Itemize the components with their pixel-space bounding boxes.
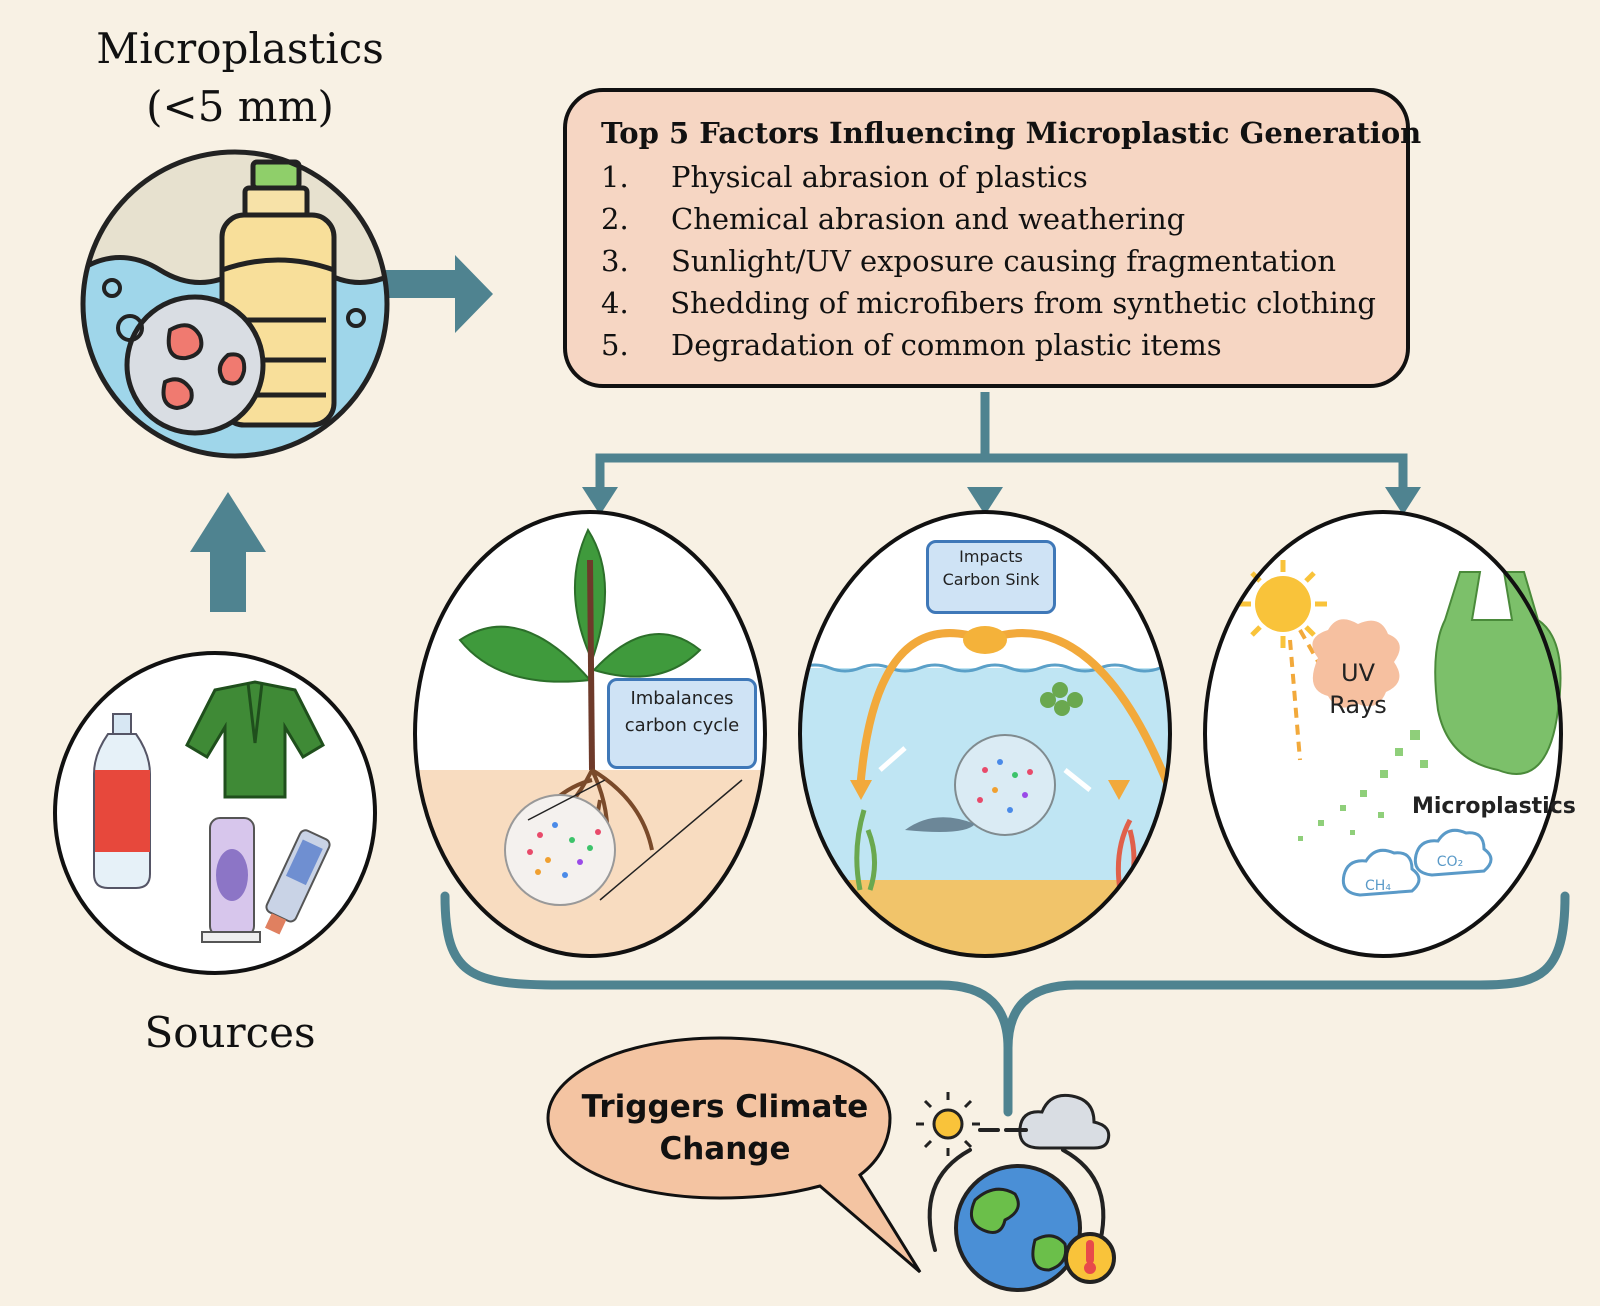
co2-label: CO₂ [1437,854,1463,870]
factor-item: 4. Shedding of microfibers from synthetic… [601,282,1376,324]
factor-item: 1. Physical abrasion of plastics [601,156,1376,198]
climate-change-label: Triggers Climate Change [581,1089,869,1167]
climate-change-icon [916,1092,1116,1292]
arrow-sources-up [190,492,266,612]
jacket-icon [185,680,325,799]
factor-number: 4. [601,286,629,320]
ch4-label: CH₄ [1365,878,1391,894]
factor-text: Physical abrasion of plastics [671,160,1088,194]
sources-illustration [53,651,377,975]
factor-number: 5. [601,328,629,362]
page-title: Microplastics (<5 mm) [60,20,420,136]
ch4-cloud-icon: CH₄ [1341,848,1421,897]
atmosphere-illustration: CH₄ CO₂ [1203,510,1563,958]
small-sun-icon [916,1092,980,1156]
bottom-brace [440,891,1570,1117]
factor-item: 5. Degradation of common plastic items [601,324,1376,366]
distribution-connector [595,392,1408,491]
distribution-arrowheads [582,487,1421,515]
factor-number: 3. [601,244,629,278]
co2-cloud-icon: CO₂ [1413,828,1493,877]
carbon-cycle-tag: Imbalances carbon cycle [607,678,757,769]
factor-text: Sunlight/UV exposure causing fragmentati… [671,244,1337,278]
earth-icon [954,1164,1082,1292]
factor-text: Degradation of common plastic items [671,328,1222,362]
particle-dish-icon [124,294,266,436]
fragment-particles [1298,730,1428,841]
water-bottle-icon [93,713,151,889]
factor-item: 3. Sunlight/UV exposure causing fragmenta… [601,240,1376,282]
factor-number: 2. [601,202,629,236]
microplastic-particles [504,794,616,906]
bottle-icon [219,159,337,428]
title-line-2: (<5 mm) [146,82,334,131]
title-line-1: Microplastics [96,24,384,73]
tube-icon [264,829,331,935]
carbon-sink-tag: Impacts Carbon Sink [926,540,1056,614]
plastic-bag-icon [1434,571,1562,775]
thermometer-icon [1064,1232,1116,1284]
uv-cloud-icon [1312,619,1400,708]
factor-item: 2. Chemical abrasion and weathering [601,198,1376,240]
factor-text: Chemical abrasion and weathering [671,202,1186,236]
factors-box: Top 5 Factors Influencing Microplastic G… [563,88,1422,388]
lotion-bottle-icon [201,817,261,943]
uv-rays-label: UV Rays [1329,659,1387,719]
cloud-icon [1018,1093,1111,1150]
microplastics-label: Microplastics [1412,794,1576,819]
microplastics-illustration [80,149,390,459]
factors-title: Top 5 Factors Influencing Microplastic G… [601,116,1422,150]
sources-label: Sources [144,1008,316,1057]
factor-number: 1. [601,160,629,194]
speech-bubble [546,1036,922,1274]
factor-text: Shedding of microfibers from synthetic c… [670,286,1376,320]
arrow-to-factors [385,255,493,333]
